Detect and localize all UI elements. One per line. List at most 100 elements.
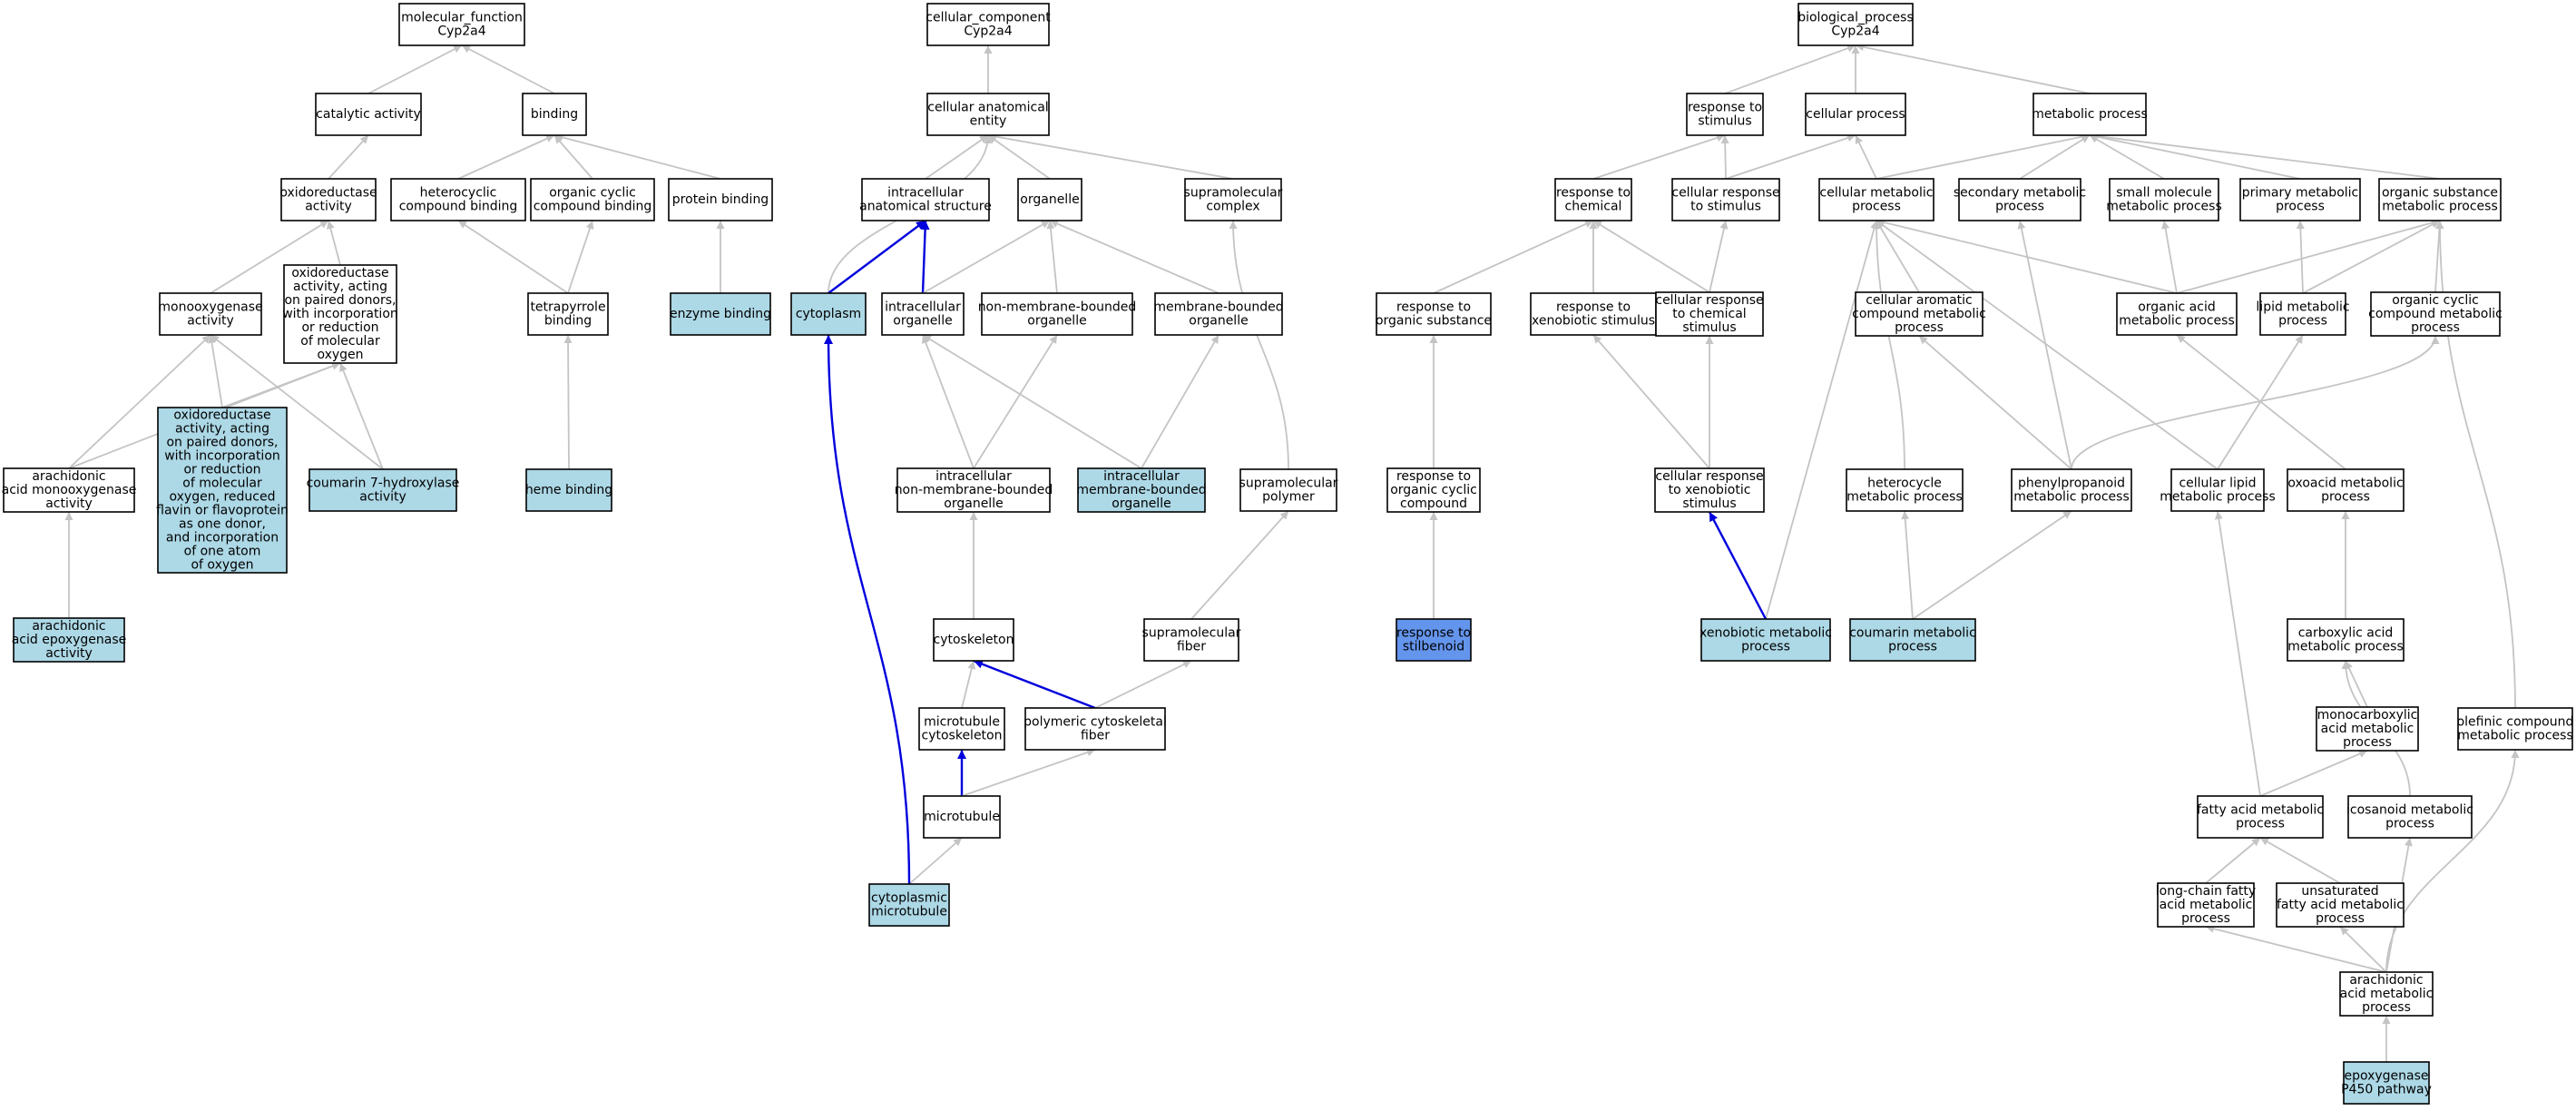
node-label-line: phenylpropanoid	[2018, 477, 2125, 491]
node-label-line: polymer	[1262, 490, 1315, 505]
node-label-line: monooxygenase	[158, 300, 262, 315]
node-box	[280, 178, 377, 221]
is-a-edge-cell-resp-stim-to-resp-stim	[1720, 134, 1729, 180]
node-label-line: molecular_function	[401, 11, 523, 25]
node-label-line: secondary metabolic	[1954, 186, 2086, 201]
node-box	[13, 617, 125, 663]
node-label-line: compound	[1400, 497, 1467, 511]
go-term-node-met-proc[interactable]: metabolic process	[2032, 93, 2148, 136]
node-box	[1396, 618, 1472, 662]
node-label-line: metabolic process	[2032, 107, 2148, 122]
go-term-node-cytoskeleton[interactable]: cytoskeleton	[933, 618, 1014, 662]
go-term-node-heme-binding[interactable]: heme binding	[525, 468, 612, 512]
is-a-edge-cell-met-to-cell-proc	[1855, 134, 1877, 180]
node-label-line: biological_process	[1797, 11, 1914, 25]
node-label-line: acid metabolic	[2340, 987, 2434, 1001]
node-label-line: catalytic activity	[316, 107, 421, 122]
go-term-node-protein-binding[interactable]: protein binding	[668, 178, 773, 221]
go-term-node-cytoplasm[interactable]: cytoplasm	[790, 292, 867, 336]
go-term-node-catalytic[interactable]: catalytic activity	[315, 93, 422, 136]
node-label-line: cellular_component	[926, 11, 1051, 25]
go-term-node-enzyme-binding[interactable]: enzyme binding	[670, 292, 771, 336]
is-a-edge-arach-met-to-long-chain	[2205, 924, 2387, 973]
node-label-line: process	[2321, 490, 2370, 505]
node-label-line: process	[2276, 200, 2325, 214]
node-label-line: Cyp2a4	[437, 25, 485, 39]
node-label-line: cellular response	[1671, 186, 1779, 201]
go-term-node-intra-nonmem[interactable]: intracellularnon-membrane-boundedorganel…	[895, 467, 1053, 513]
node-box	[2259, 292, 2346, 336]
go-term-node-microtubule[interactable]: microtubule	[923, 795, 1001, 839]
go-term-node-binding[interactable]: binding	[522, 93, 587, 136]
node-box	[309, 468, 457, 512]
go-term-node-organelle[interactable]: organelle	[1017, 178, 1082, 221]
go-term-node-cell-proc[interactable]: cellular process	[1805, 93, 1906, 136]
is-a-edge-long-chain-to-fatty-acid	[2205, 837, 2261, 884]
node-label-line: cellular response	[1655, 293, 1763, 308]
node-label-line: and incorporation	[166, 531, 279, 546]
is-a-edge-tetrapyrrole-to-heterocyclic-binding	[457, 220, 569, 294]
node-label-line: binding	[531, 107, 578, 122]
node-label-line: binding	[544, 314, 592, 329]
